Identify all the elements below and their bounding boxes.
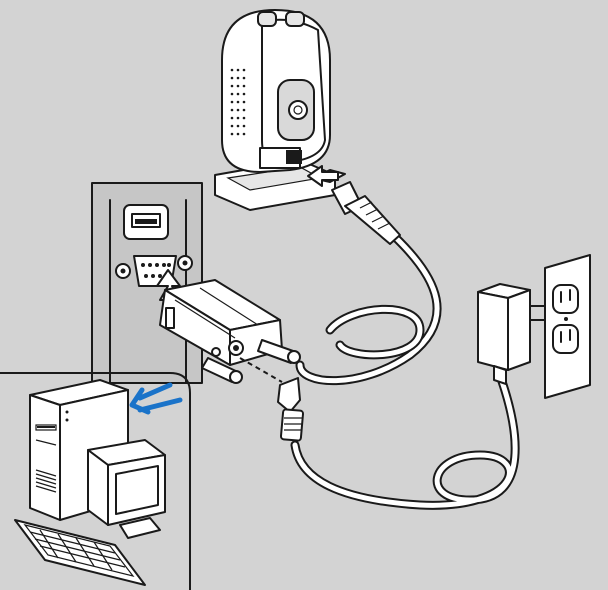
wall-outlet [545,255,590,398]
rear-panel-pointer-icon [132,385,180,412]
interface-cable [300,236,437,381]
power-supply [478,284,545,384]
grip-texture-icon [231,69,246,136]
power-cable [295,370,515,505]
scanner-cable-plug [308,166,400,244]
usb-port [124,205,168,239]
host-computer [15,380,180,585]
monitor-icon [88,440,165,538]
power-plug [278,378,303,441]
scan-window-icon [278,80,314,140]
plug-guide-line [240,358,282,382]
